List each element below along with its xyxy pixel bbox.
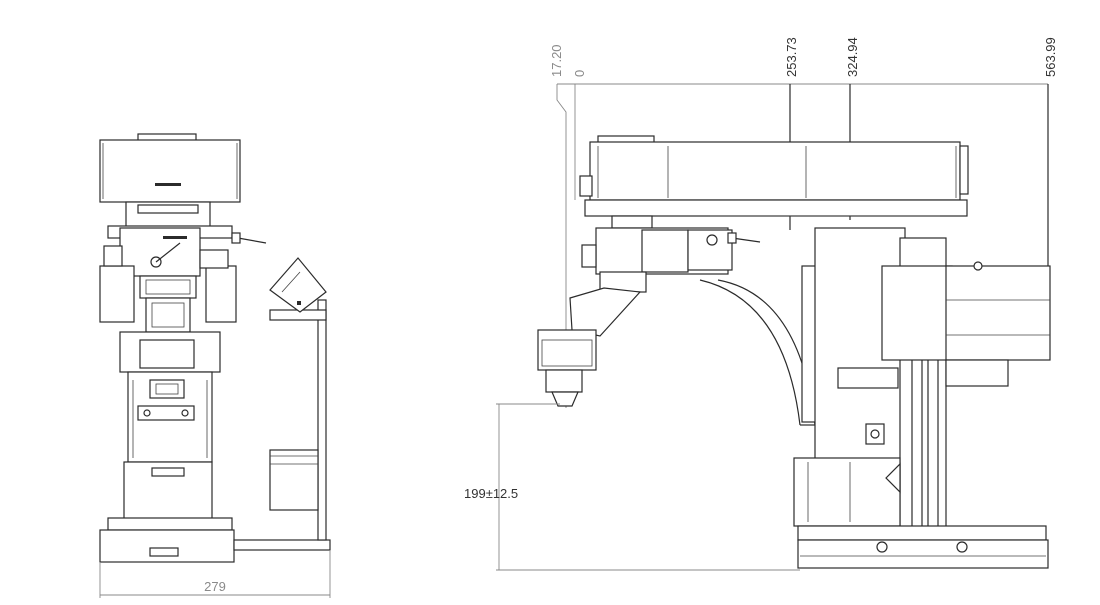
datum-label-253-73: 253.73 xyxy=(784,37,799,77)
front-view: 279 xyxy=(99,133,331,598)
datum-label-17-20: 17.20 xyxy=(549,44,564,77)
datum-label-563-99: 563.99 xyxy=(1043,37,1058,77)
height-dimension: 199±12.5 xyxy=(464,486,518,501)
side-view: 199±12.5 xyxy=(464,83,1051,571)
datum-label-324-94: 324.94 xyxy=(845,37,860,77)
front-width-dimension: 279 xyxy=(204,579,226,594)
datum-label-0: 0 xyxy=(572,70,587,77)
